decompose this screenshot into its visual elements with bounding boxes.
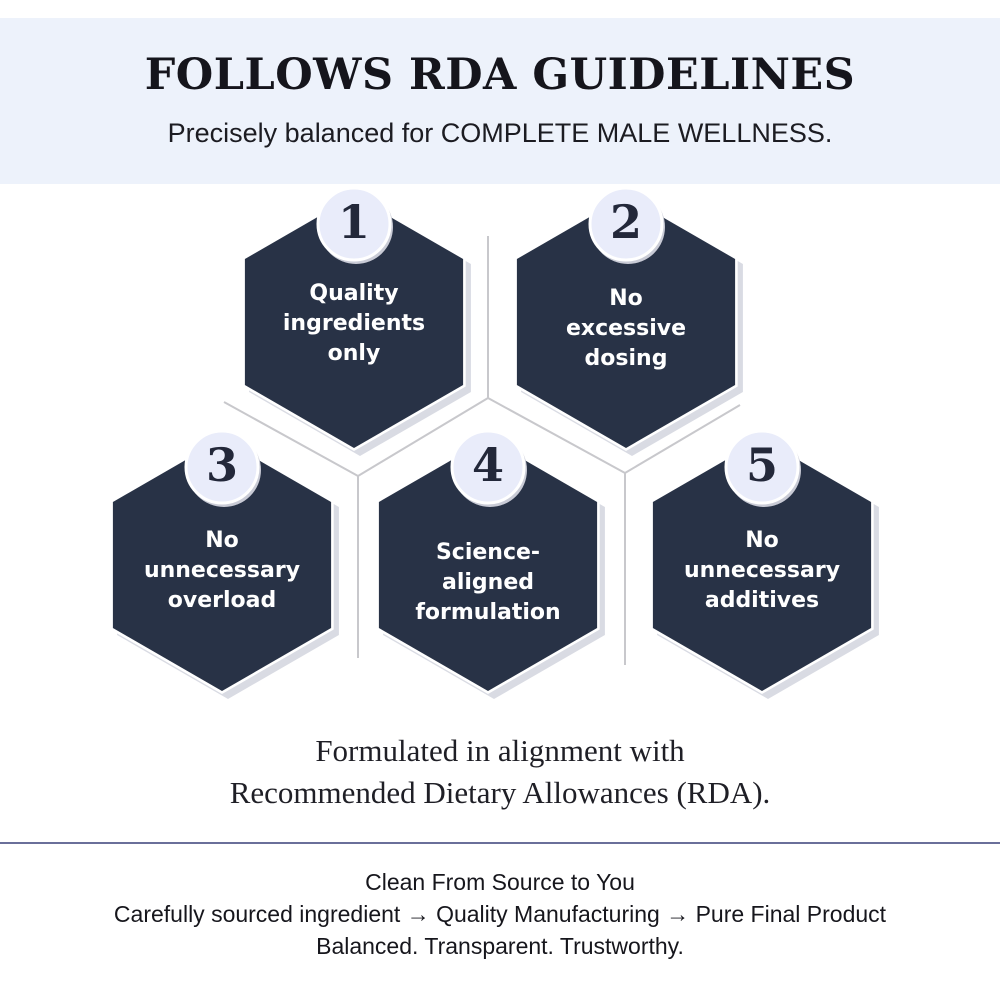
connector-line (357, 397, 489, 477)
footer-line-2: Carefully sourced ingredient → Quality M… (113, 901, 887, 927)
hexagon-label: No excessive dosing (531, 284, 721, 374)
number-badge (316, 186, 392, 262)
hexagon-label-line: No (205, 528, 239, 553)
tagline-line-2: Recommended Dietary Allowances (RDA). (229, 775, 771, 810)
hexagon-label-line: No (609, 286, 643, 311)
number-badge (184, 429, 260, 505)
hexagon-label-line: ingredients (282, 311, 426, 336)
page-title: FOLLOWS RDA GUIDELINES (144, 50, 856, 100)
hexagon-3 (110, 429, 339, 699)
hexagon-label: No unnecessary additives (667, 526, 857, 616)
number-badge (724, 429, 800, 505)
hexagon-number: 4 (471, 438, 504, 492)
hexagon-label-line: unnecessary (683, 558, 841, 583)
divider (0, 842, 1000, 844)
hexagon-label-line: Quality (309, 281, 399, 306)
footer-line-1: Clean From Source to You (365, 869, 635, 895)
connector-lines (223, 236, 741, 665)
footer-line-3: Balanced. Transparent. Trustworthy. (316, 933, 684, 959)
hexagons (110, 186, 879, 699)
connector-line (223, 401, 359, 477)
hexagon-1 (242, 186, 471, 456)
connector-line (487, 397, 626, 474)
hexagon-label: No unnecessary overload (127, 526, 317, 616)
tagline: Formulated in alignment with Recommended… (0, 730, 1000, 814)
hexagon-4 (376, 429, 605, 699)
hexagon-label-line: No (745, 528, 779, 553)
hexagon-label-line: formulation (415, 600, 561, 625)
hexagon-2 (514, 186, 743, 456)
hexagon-number: 2 (609, 195, 642, 249)
hexagon-label-line: Science-aligned (435, 540, 541, 595)
page-subtitle: Precisely balanced for COMPLETE MALE WEL… (167, 118, 833, 148)
number-badge (450, 429, 526, 505)
hexagon-label-line: only (327, 341, 381, 366)
connector-line (624, 404, 741, 474)
hexagon-label: Science-aligned formulation (393, 538, 583, 628)
hexagon-label-line: overload (167, 588, 277, 613)
hexagon-shape (652, 439, 872, 691)
footer: Clean From Source to You Carefully sourc… (0, 866, 1000, 962)
hexagon-shape (516, 196, 736, 448)
hexagon-label-line: excessive (565, 316, 687, 341)
tagline-line-1: Formulated in alignment with (315, 733, 685, 768)
hexagon-label-line: unnecessary (143, 558, 301, 583)
header-banner (0, 18, 1000, 184)
number-badge (588, 186, 664, 262)
hexagon-number: 3 (205, 438, 238, 492)
hexagon-label-line: dosing (584, 346, 668, 371)
hexagon-label: Quality ingredients only (259, 279, 449, 369)
hexagon-shape (244, 196, 464, 448)
hexagon-shape (112, 439, 332, 691)
hexagon-shape (378, 439, 598, 691)
hexagon-number: 5 (745, 438, 778, 492)
hexagon-5 (650, 429, 879, 699)
hexagon-number: 1 (337, 195, 370, 249)
hexagon-label-line: additives (704, 588, 820, 613)
